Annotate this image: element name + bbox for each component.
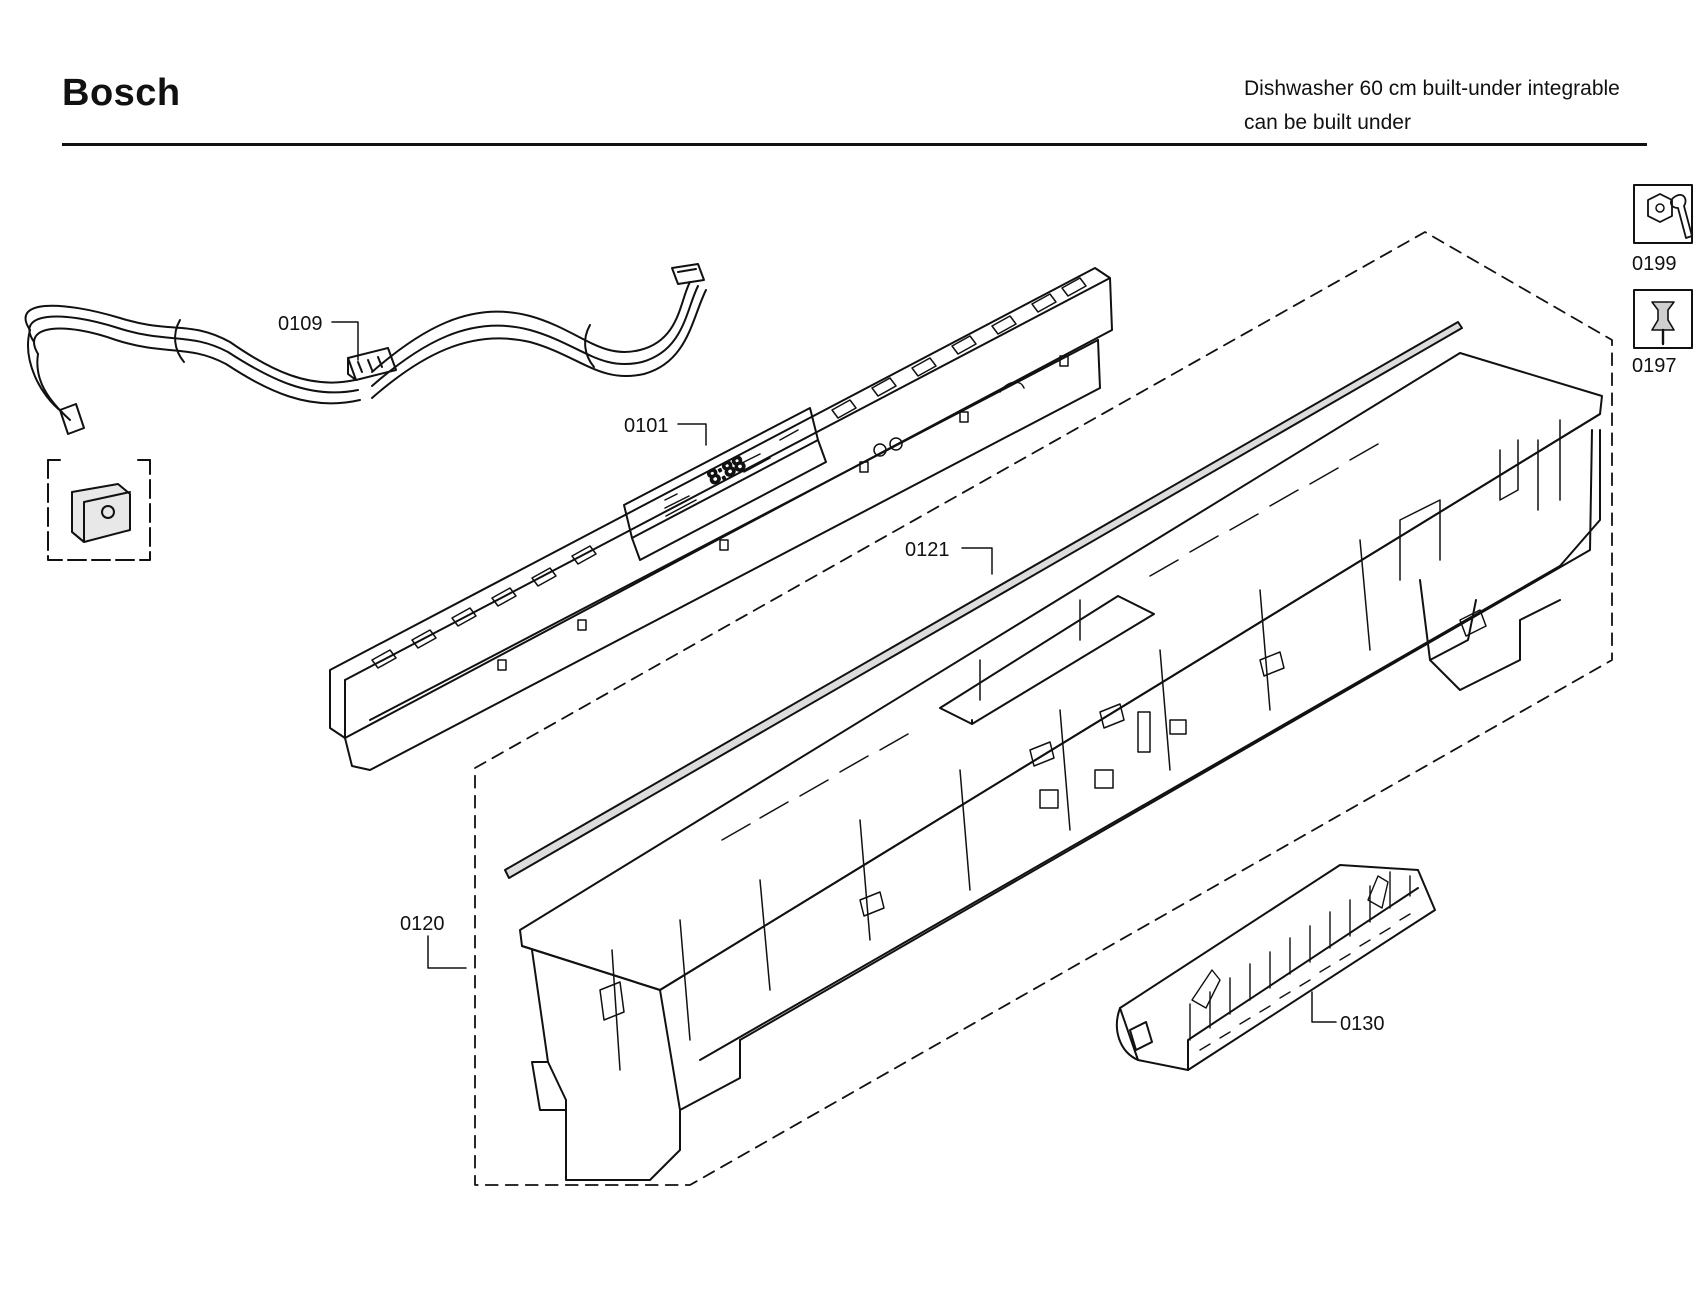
screwdriver-icon (1633, 289, 1693, 349)
description-line-1: Dishwasher 60 cm built-under integrable (1244, 77, 1620, 100)
description-line-2: can be built under (1244, 111, 1411, 134)
label-0121: 0121 (905, 539, 950, 561)
label-tool-0199: 0199 (1632, 253, 1677, 275)
control-module-0101: 8:88 (329, 267, 1113, 771)
leader-lines (331, 321, 1337, 1023)
label-0130: 0130 (1340, 1013, 1385, 1035)
header-description: Dishwasher 60 cm built-under integrable … (1244, 72, 1620, 140)
label-tool-0197: 0197 (1632, 355, 1677, 377)
brand-name: Bosch (62, 72, 181, 114)
display-digits: 8:88 (704, 452, 749, 489)
connector-inset (47, 459, 151, 561)
label-0120: 0120 (400, 913, 445, 935)
header-rule (62, 143, 1647, 146)
label-0101: 0101 (624, 415, 669, 437)
seal-strip-0121 (504, 321, 1463, 879)
assembly-group-outline (474, 231, 1613, 1186)
wiring-harness-0109 (24, 263, 707, 435)
label-0109: 0109 (278, 313, 323, 335)
wrench-nut-icon (1633, 184, 1693, 244)
control-panel-frame-0120 (519, 352, 1603, 1181)
cover-0130 (1115, 864, 1436, 1071)
